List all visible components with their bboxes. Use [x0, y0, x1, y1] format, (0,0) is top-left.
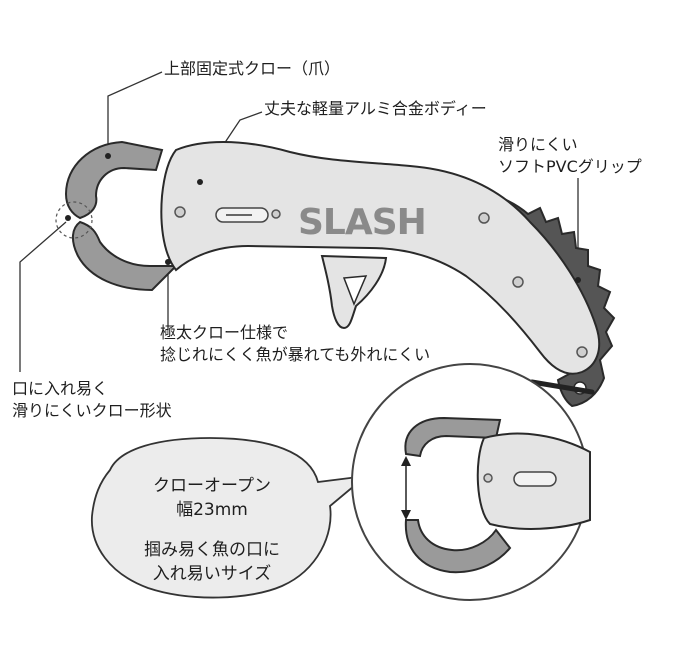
bubble-line2: 幅23mm — [176, 500, 248, 520]
marker-dot-claw — [105, 153, 111, 159]
rivet — [478, 212, 490, 224]
rivet — [174, 206, 186, 218]
mouth-highlight-circle — [55, 201, 93, 239]
rivet — [576, 346, 588, 358]
label-mouth-line2: 滑りにくいクロー形状 — [12, 401, 172, 420]
arrow-head-up — [401, 456, 411, 466]
label-body: 丈夫な軽量アルミ合金ボディー — [264, 99, 487, 118]
rivet — [271, 209, 281, 219]
marker-dot-grip — [575, 277, 581, 283]
zoom-slide-slot — [513, 471, 557, 487]
label-grip-line2: ソフトPVCグリップ — [498, 157, 642, 176]
brand-logo: SLASH — [298, 202, 426, 243]
rivet — [512, 276, 524, 288]
bubble-line4: 入れ易いサイズ — [152, 564, 272, 584]
label-thick-claw-line1: 極太クロー仕様で — [160, 323, 289, 342]
lanyard-ring — [529, 379, 595, 395]
zoom-lower-claw — [404, 519, 512, 574]
aluminum-body — [160, 141, 601, 375]
bubble-line1: クローオープン — [153, 476, 271, 496]
upper-claw — [64, 140, 164, 220]
zoom-detail — [351, 363, 591, 601]
marker-dot-body — [197, 179, 203, 185]
label-thick-claw-line2: 捻じれにくく魚が暴れても外れにくい — [160, 345, 431, 364]
marker-dot-lower-claw — [165, 259, 171, 265]
bubble-line3: 掴み易く魚の口に — [144, 540, 280, 560]
marker-dot-mouth — [65, 215, 71, 221]
fish-gripper: SLASH — [55, 140, 616, 408]
leader-upper-claw — [107, 71, 163, 148]
speech-bubble — [91, 437, 369, 599]
label-upper-claw: 上部固定式クロー（爪） — [164, 59, 341, 78]
trigger-hole — [342, 275, 368, 306]
lower-claw — [72, 220, 179, 292]
label-mouth-line1: 口に入れ易く — [12, 379, 109, 398]
label-grip-line1: 滑りにくい — [498, 135, 578, 154]
zoom-upper-claw — [404, 416, 502, 458]
leader-mouth — [19, 221, 67, 372]
zoom-rivet — [483, 473, 493, 483]
arrow-head-down — [401, 510, 411, 520]
